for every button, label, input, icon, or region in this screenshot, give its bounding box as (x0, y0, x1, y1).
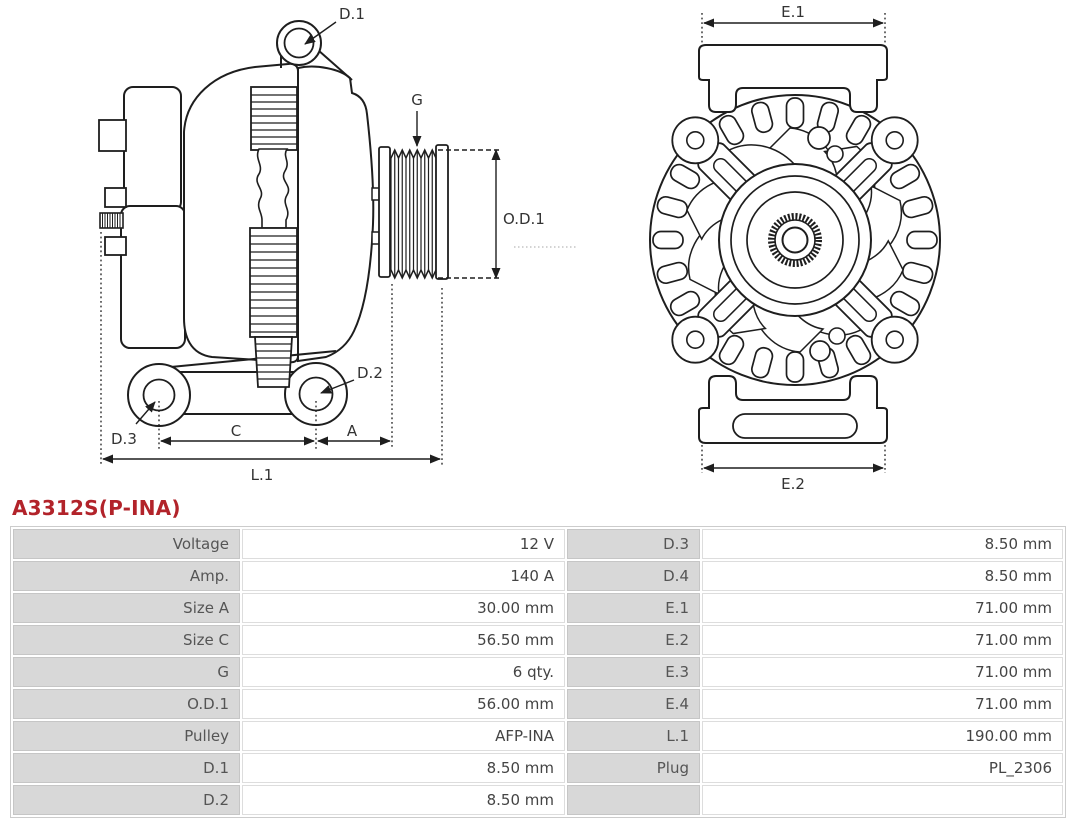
dimension-d1: D.1 (304, 5, 365, 45)
spec-value-cell: 8.50 mm (702, 561, 1063, 591)
dim-label-d2: D.2 (357, 364, 383, 382)
spec-label-cell: Size C (13, 625, 240, 655)
front-view-drawing: E.1 E.2 (649, 3, 941, 493)
spec-value-cell: 56.50 mm (242, 625, 565, 655)
spec-value-cell: 8.50 mm (702, 529, 1063, 559)
top-bracket (698, 44, 888, 113)
spec-label-cell: Size A (13, 593, 240, 623)
spec-value-cell: 8.50 mm (242, 753, 565, 783)
spec-row: Size C 56.50 mm E.2 71.00 mm (13, 625, 1063, 655)
dim-label-e1: E.1 (781, 3, 805, 21)
spec-label-cell: L.1 (567, 721, 700, 751)
spec-label-cell: Amp. (13, 561, 240, 591)
spec-value-cell: 140 A (242, 561, 565, 591)
spec-label-cell: O.D.1 (13, 689, 240, 719)
dimension-l1: L.1 (100, 232, 443, 484)
spec-table-container: Voltage 12 V D.3 8.50 mm Amp. 140 A D.4 … (10, 526, 1066, 818)
dim-label-e2: E.2 (781, 475, 805, 493)
spec-value-cell: PL_2306 (702, 753, 1063, 783)
spec-row: Voltage 12 V D.3 8.50 mm (13, 529, 1063, 559)
dimension-od1: O.D.1 (438, 149, 578, 279)
dimension-e1: E.1 (701, 3, 886, 45)
spec-value-cell: 30.00 mm (242, 593, 565, 623)
dim-label-od1: O.D.1 (503, 210, 545, 228)
dimension-d2: D.2 (320, 364, 383, 394)
spec-value-cell: 71.00 mm (702, 593, 1063, 623)
spec-value-cell: 71.00 mm (702, 657, 1063, 687)
bolt-holes (807, 126, 846, 362)
spec-label-cell: Voltage (13, 529, 240, 559)
spec-value-cell: 71.00 mm (702, 689, 1063, 719)
spec-row: D.1 8.50 mm Plug PL_2306 (13, 753, 1063, 783)
spec-row: Size A 30.00 mm E.1 71.00 mm (13, 593, 1063, 623)
spec-row: O.D.1 56.00 mm E.4 71.00 mm (13, 689, 1063, 719)
dim-label-d3: D.3 (111, 430, 137, 448)
spec-label-cell: Pulley (13, 721, 240, 751)
dimension-a: A (317, 284, 393, 449)
spec-label-cell: Plug (567, 753, 700, 783)
dim-label-a: A (347, 422, 358, 440)
dimension-g: G (411, 91, 423, 147)
dim-label-d1: D.1 (339, 5, 365, 23)
spec-value-cell: 8.50 mm (242, 785, 565, 815)
spec-row: Amp. 140 A D.4 8.50 mm (13, 561, 1063, 591)
spec-row: D.2 8.50 mm (13, 785, 1063, 815)
pulley (371, 144, 449, 280)
side-view-drawing: D.1 G O.D.1 D.2 D.3 (98, 5, 578, 484)
spec-label-cell: D.3 (567, 529, 700, 559)
spec-label-cell: E.4 (567, 689, 700, 719)
spec-value-cell: 6 qty. (242, 657, 565, 687)
dimension-c: C (158, 401, 317, 449)
alternator-rear-housing (98, 86, 186, 349)
stator-fins (249, 86, 298, 388)
spec-label-cell: G (13, 657, 240, 687)
spec-label-cell: D.2 (13, 785, 240, 815)
dim-label-g: G (411, 91, 423, 109)
spec-value-cell: 12 V (242, 529, 565, 559)
spec-label-cell: E.3 (567, 657, 700, 687)
spec-label-cell (567, 785, 700, 815)
spec-value-cell: 71.00 mm (702, 625, 1063, 655)
spec-row: Pulley AFP-INA L.1 190.00 mm (13, 721, 1063, 751)
spec-label-cell: D.4 (567, 561, 700, 591)
spec-row: G 6 qty. E.3 71.00 mm (13, 657, 1063, 687)
spec-label-cell: E.2 (567, 625, 700, 655)
dim-label-l1: L.1 (251, 466, 274, 484)
spec-value-cell: AFP-INA (242, 721, 565, 751)
dimension-e2: E.2 (701, 445, 886, 493)
spec-table: Voltage 12 V D.3 8.50 mm Amp. 140 A D.4 … (10, 526, 1066, 818)
pulley-front (718, 163, 872, 317)
knurl-hatching (102, 213, 121, 228)
mounting-ears (127, 350, 348, 427)
technical-drawing: D.1 G O.D.1 D.2 D.3 (98, 3, 941, 493)
spec-value-cell: 56.00 mm (242, 689, 565, 719)
dimension-d3: D.3 (111, 401, 156, 448)
bottom-bracket (698, 375, 888, 444)
spec-label-cell: E.1 (567, 593, 700, 623)
part-number-title: A3312S(P-INA) (12, 496, 181, 520)
spec-value-cell (702, 785, 1063, 815)
spec-value-cell: 190.00 mm (702, 721, 1063, 751)
spec-label-cell: D.1 (13, 753, 240, 783)
dim-label-c: C (231, 422, 241, 440)
